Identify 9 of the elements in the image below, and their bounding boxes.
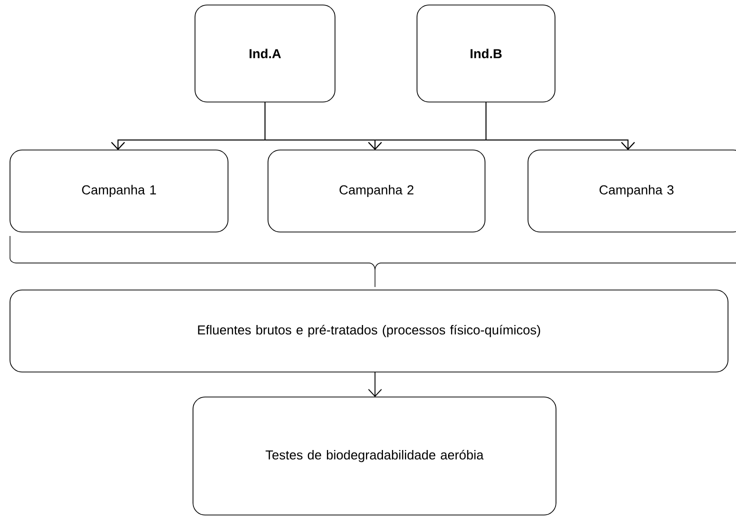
process-box: Campanha 2 <box>268 150 486 232</box>
process-box: Ind.B <box>416 4 556 102</box>
arrow <box>486 102 635 150</box>
process-box: Testes de biodegradabilidade aeróbia <box>192 396 556 516</box>
process-box: Ind.A <box>194 4 336 102</box>
arrow <box>368 372 382 397</box>
process-box: Campanha 1 <box>10 150 228 232</box>
process-box: Campanha 3 <box>528 150 736 232</box>
process-box: Efluentes brutos e pré-tratados (processos físico-químicos) <box>10 290 728 372</box>
